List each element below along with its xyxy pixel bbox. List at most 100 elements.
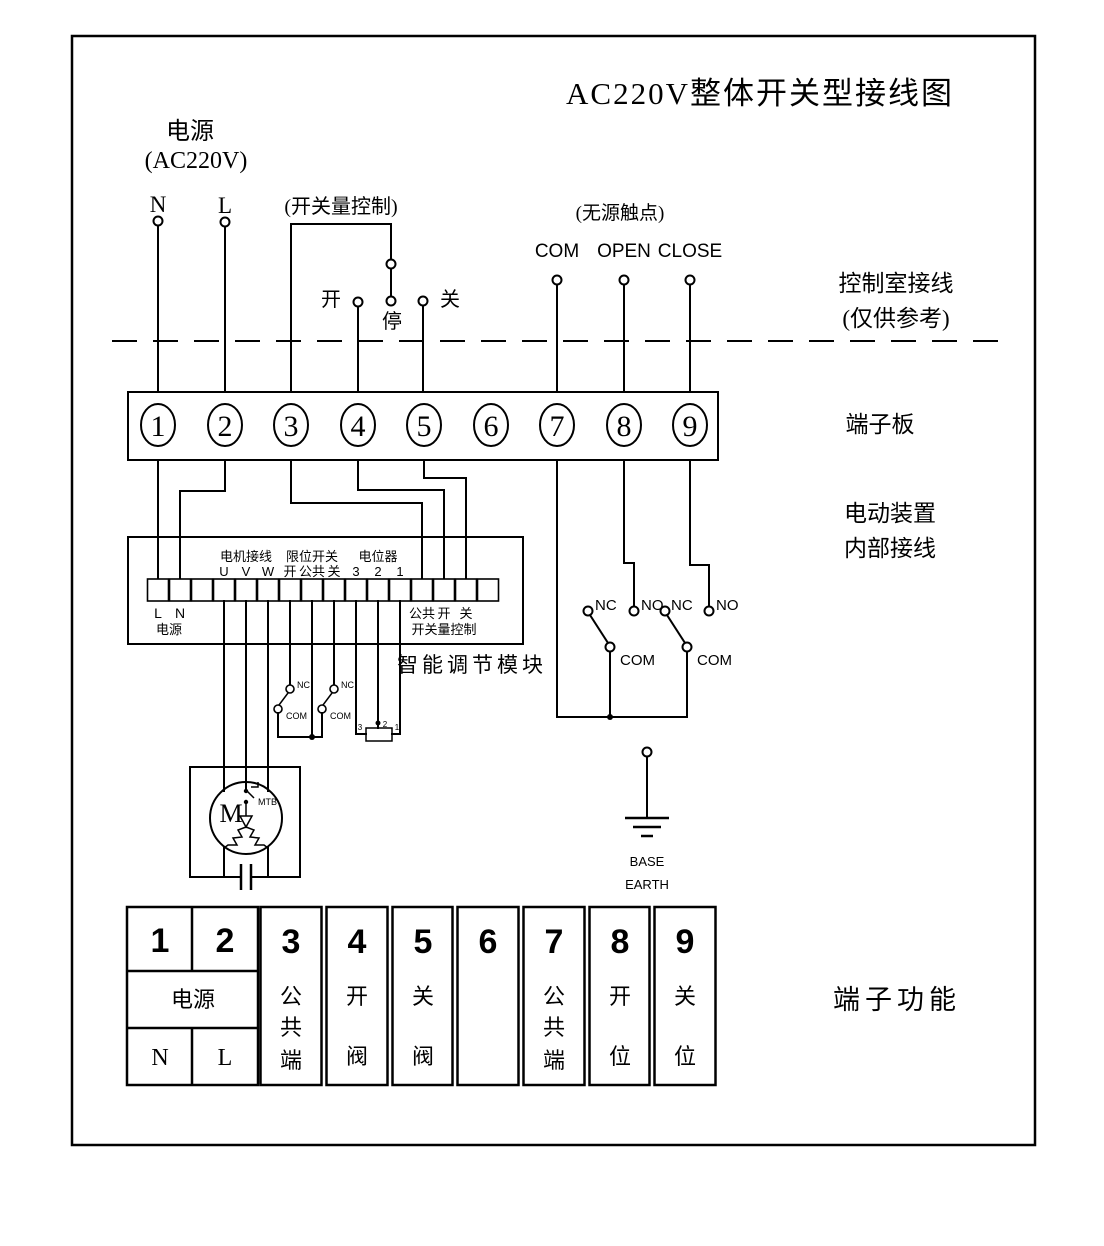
diagram-title: AC220V整体开关型接线图 (566, 76, 954, 111)
module-terminal-square-limit-close (322, 578, 346, 602)
module-pin-u: U (219, 564, 228, 579)
wire-t5-close (423, 459, 467, 580)
module-terminal-square-l (146, 578, 170, 602)
terminal-circle-4 (340, 403, 376, 447)
module-terminal-square-w (256, 578, 280, 602)
open-button-label: 开 (321, 289, 341, 311)
motor-circle (209, 781, 283, 855)
limit-switch1-nc-contact (285, 684, 295, 694)
module-terminal-square-u (212, 578, 236, 602)
limit-switch1-blade (278, 692, 289, 706)
wire-t2-n (179, 459, 226, 580)
earth-label-line2: EARTH (625, 877, 669, 892)
module-terminal-square-v (234, 578, 258, 602)
module-terminal-square-pot1 (388, 578, 412, 602)
dry-contact-label: (无源触点) (576, 202, 665, 224)
power-l-terminal (219, 216, 231, 228)
capacitor-left-lead (223, 847, 242, 878)
winding-left-arm (223, 826, 247, 849)
table-col4-char: 阀 (346, 1044, 368, 1069)
table-col7-char: 公 (543, 984, 565, 1009)
wire-pot1 (391, 600, 401, 735)
module-sw-common-label: 公共 (409, 606, 435, 621)
junction-dot (309, 734, 315, 740)
potentiometer-label-1: 1 (395, 723, 400, 732)
terminal-circle-8 (606, 403, 642, 447)
power-n-terminal (152, 215, 164, 227)
terminal-circle-3 (273, 403, 309, 447)
limit-switch2-com-contact (317, 704, 327, 714)
table-col3-char: 公 (280, 984, 302, 1009)
wire-t7-com (556, 459, 688, 718)
module-group-limit: 限位开关 (286, 549, 338, 564)
power-l-label: L (218, 193, 232, 218)
winding-apex (238, 815, 254, 829)
module-pin-limit-open: 开 (283, 564, 296, 579)
cam-switch2-no-label: NO (716, 597, 739, 614)
module-group-motor: 电机接线 (220, 549, 272, 564)
limit-switch1-com-contact (273, 704, 283, 714)
limit-switch2-nc-label: NC (341, 680, 354, 690)
terminal-number: 7 (550, 410, 565, 443)
table-n-cell: N (151, 1045, 168, 1071)
potentiometer-label-3: 3 (358, 723, 363, 732)
cam-switch2-com-contact (681, 641, 693, 653)
table-num-3: 3 (282, 923, 301, 961)
potentiometer-resistor (365, 727, 393, 742)
control-room-note-line2: (仅供参考) (842, 306, 949, 331)
actuator-note-line1: 电动装置 (844, 501, 936, 526)
earth-label-line1: BASE (630, 854, 665, 869)
table-num-4: 4 (348, 923, 367, 961)
terminal-circle-7 (539, 403, 575, 447)
dry-contact-section: (无源触点) COM OPEN CLOSE (535, 202, 722, 393)
table-col5-char: 关 (412, 984, 434, 1009)
table-column-4 (325, 905, 389, 1087)
limit-switch2-com-label: COM (330, 711, 351, 721)
terminal-number: 2 (218, 410, 233, 443)
module-terminal-square-pot2 (366, 578, 390, 602)
board-to-module-wires (157, 459, 710, 718)
module-pin-n: N (175, 605, 185, 621)
com-label: COM (535, 241, 579, 262)
cam-switch2-blade (665, 613, 687, 645)
terminal-circle-6 (473, 403, 509, 447)
wire-pot3 (355, 600, 367, 735)
module-terminal-square-limit-common (300, 578, 324, 602)
table-num-5: 5 (414, 923, 433, 961)
module-terminal-square-n (168, 578, 192, 602)
stop-button-label: 停 (382, 310, 402, 333)
cam-switch1-no-label: NO (641, 597, 664, 614)
wire-control-bracket (290, 223, 392, 393)
cam-switch2-com-label: COM (697, 652, 732, 669)
table-col8-char: 开 (609, 984, 631, 1009)
table-col9-char: 关 (674, 984, 696, 1009)
close-label: CLOSE (658, 241, 722, 262)
wire-t3-common (290, 459, 423, 580)
terminal-number: 9 (683, 410, 698, 443)
terminal-circle-1 (140, 403, 176, 447)
table-col4-char: 开 (346, 984, 368, 1009)
cam-switch1-no-contact (628, 605, 640, 617)
module-pin-limit-close: 关 (327, 564, 340, 579)
close-button-label: 关 (440, 288, 460, 311)
potentiometer-label-2: 2 (383, 720, 388, 729)
control-room-note-line1: 控制室接线 (839, 271, 954, 296)
junction-dot (607, 714, 613, 720)
module-terminal-square-sw-common (410, 578, 434, 602)
module-terminal-square (476, 578, 500, 602)
close-button-contact (417, 295, 429, 307)
terminal-number: 6 (484, 410, 499, 443)
table-l-cell: L (218, 1045, 233, 1071)
table-col9-char: 位 (674, 1044, 696, 1069)
limit-switch1-com-label: COM (286, 711, 307, 721)
module-pin-l: L (154, 605, 162, 621)
table-num-1: 1 (151, 922, 170, 960)
power-source-section: 电源 (AC220V) N L (145, 118, 247, 393)
stop-button-top-contact (385, 258, 397, 270)
power-label: 电源 (166, 118, 214, 145)
open-button-contact (352, 296, 364, 308)
terminal-board: 1 2 3 4 5 6 7 8 9 (127, 391, 719, 461)
module-terminal-square-sw-close (454, 578, 478, 602)
table-column-9 (653, 905, 717, 1087)
